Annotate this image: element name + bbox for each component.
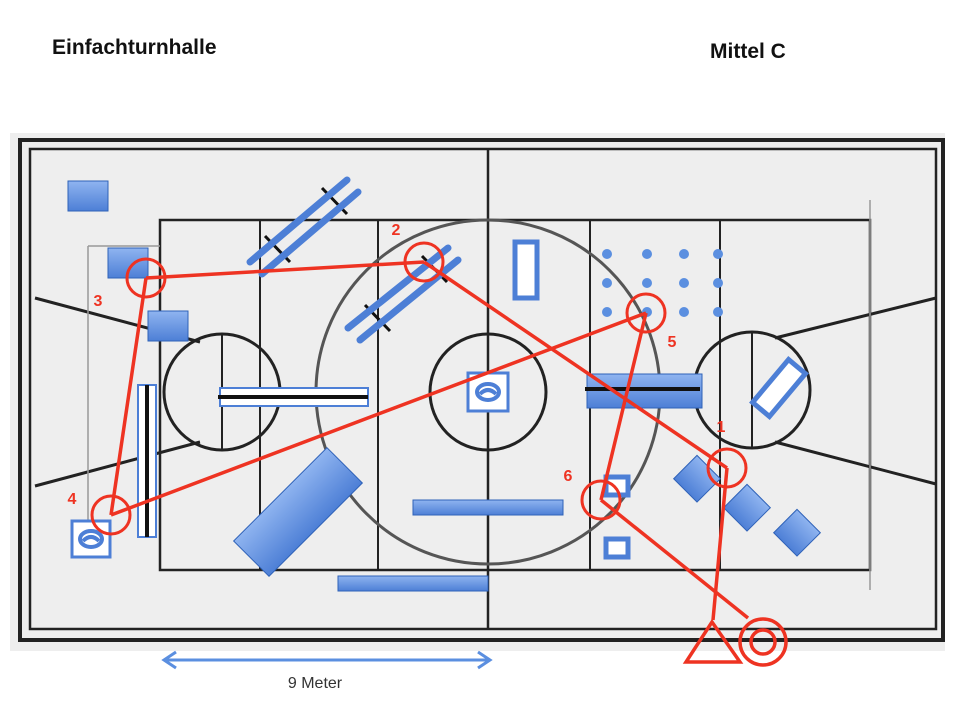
long-bench xyxy=(337,575,489,592)
mat-small xyxy=(147,310,189,342)
long-bench xyxy=(412,499,564,516)
route-lines xyxy=(109,260,750,621)
station-5-marker[interactable] xyxy=(625,292,667,334)
bench-bars xyxy=(145,385,700,537)
station-6-marker[interactable] xyxy=(580,479,622,521)
station-3-label: 3 xyxy=(94,293,103,310)
page-title: Einfachturnhalle xyxy=(52,36,217,59)
box-frame xyxy=(512,239,540,301)
double-circle-icon xyxy=(738,617,788,667)
page-subtitle: Mittel C xyxy=(710,40,786,63)
cone-dots xyxy=(602,249,723,317)
station-1-label: 1 xyxy=(717,419,726,436)
station-5-label: 5 xyxy=(668,334,677,351)
mat-small xyxy=(67,180,109,212)
station-2-label: 2 xyxy=(392,222,401,239)
station-1-marker[interactable] xyxy=(706,447,748,489)
small-box xyxy=(603,536,631,560)
station-4-label: 4 xyxy=(68,491,77,508)
scale-arrow xyxy=(161,650,493,670)
triangle-icon xyxy=(682,618,744,664)
station-3-marker[interactable] xyxy=(125,257,167,299)
station-2-marker[interactable] xyxy=(403,241,445,283)
station-6-label: 6 xyxy=(564,468,573,485)
large-mat xyxy=(232,446,364,578)
cube xyxy=(722,483,772,532)
box-frame xyxy=(749,355,809,421)
scale-label: 9 Meter xyxy=(288,675,343,692)
rope-icon xyxy=(78,382,501,549)
cube xyxy=(772,508,822,557)
station-4-marker[interactable] xyxy=(90,494,132,536)
